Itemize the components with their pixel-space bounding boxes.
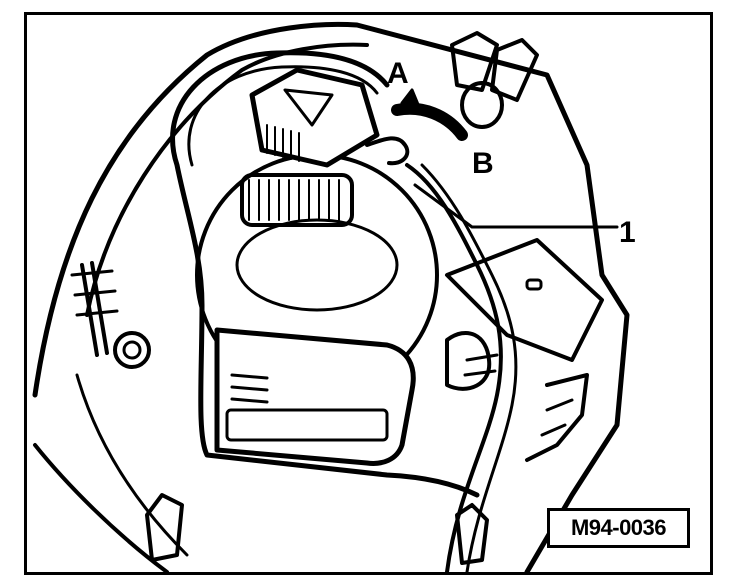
spring-clip (365, 136, 410, 166)
callout-a-label: A (387, 57, 409, 90)
harness-connector (445, 330, 492, 391)
wire-clip (170, 50, 480, 498)
mounting-bracket (525, 373, 589, 462)
housing-outline (32, 21, 630, 572)
lower-clip-left (145, 493, 184, 562)
bulb-connector-cap (249, 67, 380, 168)
housing-lower-inner (75, 373, 189, 557)
side-light-socket (450, 31, 499, 92)
callout-b-label: B (472, 147, 494, 180)
lower-clip-right (455, 503, 489, 565)
housing-lower-edge (33, 443, 169, 572)
ballast-unit (214, 327, 416, 466)
ballast-label-window (225, 408, 389, 442)
wire-clip-inner (187, 65, 379, 167)
illustration-frame: A B 1 M94-0036 (24, 12, 713, 575)
adjuster-bolt (80, 261, 109, 357)
callout-1-leader (413, 183, 619, 229)
figure-reference-code: M94-0036 (547, 508, 690, 548)
callout-1-label: 1 (619, 216, 636, 249)
bulb-base (240, 173, 354, 227)
warning-triangle-icon (283, 88, 334, 127)
direction-arrow-a (400, 88, 421, 109)
headlight-assembly-drawing (32, 21, 630, 572)
retaining-screw (113, 331, 151, 369)
control-module (445, 238, 604, 362)
